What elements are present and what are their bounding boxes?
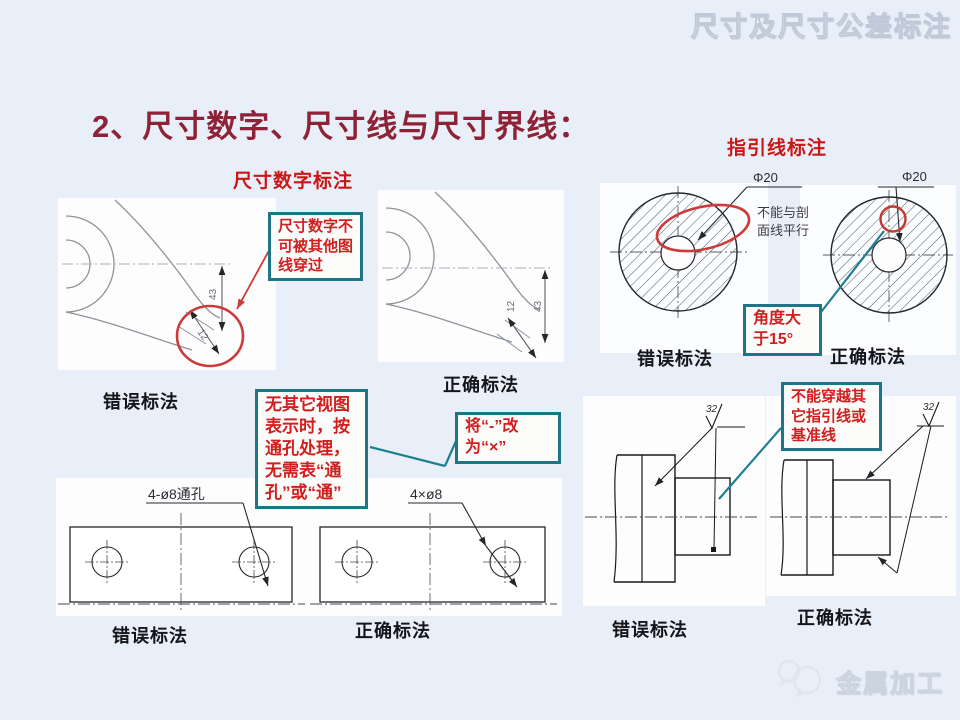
note-hatch-parallel: 不能与剖面线平行: [757, 205, 810, 239]
dim-12-correct: 12: [506, 300, 517, 312]
ok-highlight-circle: [879, 205, 907, 233]
plate-correct-drawing: 4×ø8: [310, 486, 557, 610]
callout-through-hole: 无其它视图表示时，按通孔处理，无需表“通孔”或“通”: [255, 389, 368, 510]
phi20-label-correct: Φ20: [902, 169, 927, 184]
section-title-leader-lines: 指引线标注: [727, 138, 828, 159]
error-highlight-ellipse: [175, 304, 245, 368]
brand-name: 金属加工: [835, 670, 945, 699]
roughness-32-correct: 32: [923, 402, 935, 413]
verdict-lever-correct: 正确标法: [443, 375, 519, 395]
plate-wrong-drawing: 4-ø8通孔: [58, 486, 305, 610]
section-title-dimension-numbers: 尺寸数字标注: [233, 171, 354, 192]
holes-wrong-label: 4-ø8通孔: [148, 486, 205, 502]
holes-correct-label: 4×ø8: [410, 486, 443, 502]
verdict-shaft-wrong: 错误标法: [612, 620, 688, 640]
phi20-label-wrong: Φ20: [753, 170, 778, 185]
page-title: 2、尺寸数字、尺寸线与尺寸界线：: [92, 109, 591, 144]
lever-correct-drawing: 43 12: [382, 191, 552, 359]
verdict-plate-correct: 正确标法: [355, 621, 431, 641]
roughness-32-wrong: 32: [706, 404, 718, 415]
section-circle-correct: Φ20: [823, 169, 953, 322]
red-pointer-arrow: [236, 244, 273, 310]
brand-bubbles-icon: [777, 659, 822, 698]
shaft-wrong-drawing: 32: [585, 403, 760, 583]
callout-no-cross: 尺寸数字不可被其他图线穿过: [268, 212, 363, 281]
error-highlight-ellipse-leader: [655, 203, 751, 253]
callout-change-symbol: 将“-”改为“×”: [455, 412, 561, 464]
verdict-circle-wrong: 错误标法: [637, 349, 713, 369]
verdict-circle-correct: 正确标法: [830, 347, 906, 367]
callout-no-crossing-leader: 不能穿越其它指引线或基准线: [781, 382, 882, 451]
dim-43-wrong: 43: [208, 288, 219, 300]
dim-43-correct: 43: [533, 300, 544, 312]
callout-angle: 角度大于15°: [743, 304, 822, 356]
verdict-shaft-correct: 正确标法: [797, 608, 873, 628]
lever-wrong-drawing: 43 12: [62, 199, 245, 368]
verdict-plate-wrong: 错误标法: [112, 626, 188, 646]
section-circle-wrong: Φ20: [610, 170, 802, 320]
callout-connectors: [369, 230, 885, 500]
shaft-correct-drawing: 32: [770, 401, 950, 576]
slide-header-title: 尺寸及尺寸公差标注: [691, 12, 952, 43]
verdict-lever-wrong: 错误标法: [103, 392, 179, 412]
